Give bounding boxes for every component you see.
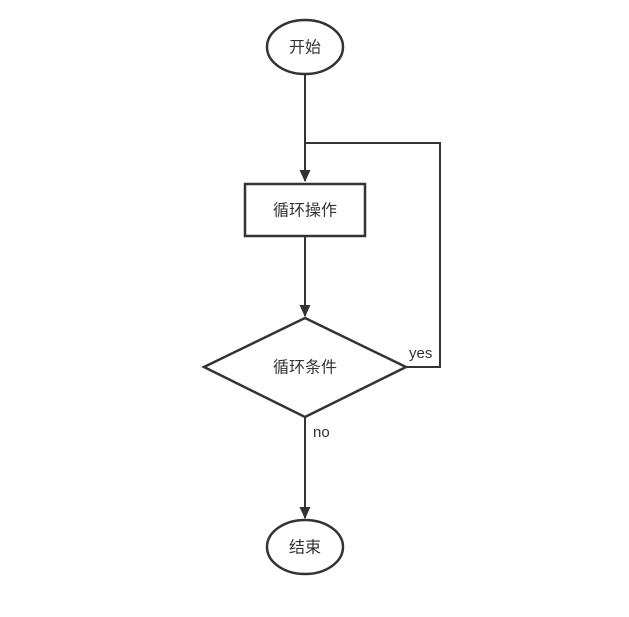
end-node[interactable] [265, 518, 345, 576]
decision-node[interactable] [201, 316, 409, 419]
no-edge-label: no [313, 424, 330, 441]
process-node-label: 循环操作 [273, 202, 337, 220]
end-node-label: 结束 [289, 539, 321, 557]
edge-yes-loopback [304, 142, 441, 368]
yes-edge-label: yes [409, 345, 432, 362]
process-node[interactable] [243, 182, 367, 238]
decision-node-label: 循环条件 [273, 359, 337, 377]
start-node[interactable] [265, 18, 345, 76]
start-node-label: 开始 [289, 39, 321, 57]
